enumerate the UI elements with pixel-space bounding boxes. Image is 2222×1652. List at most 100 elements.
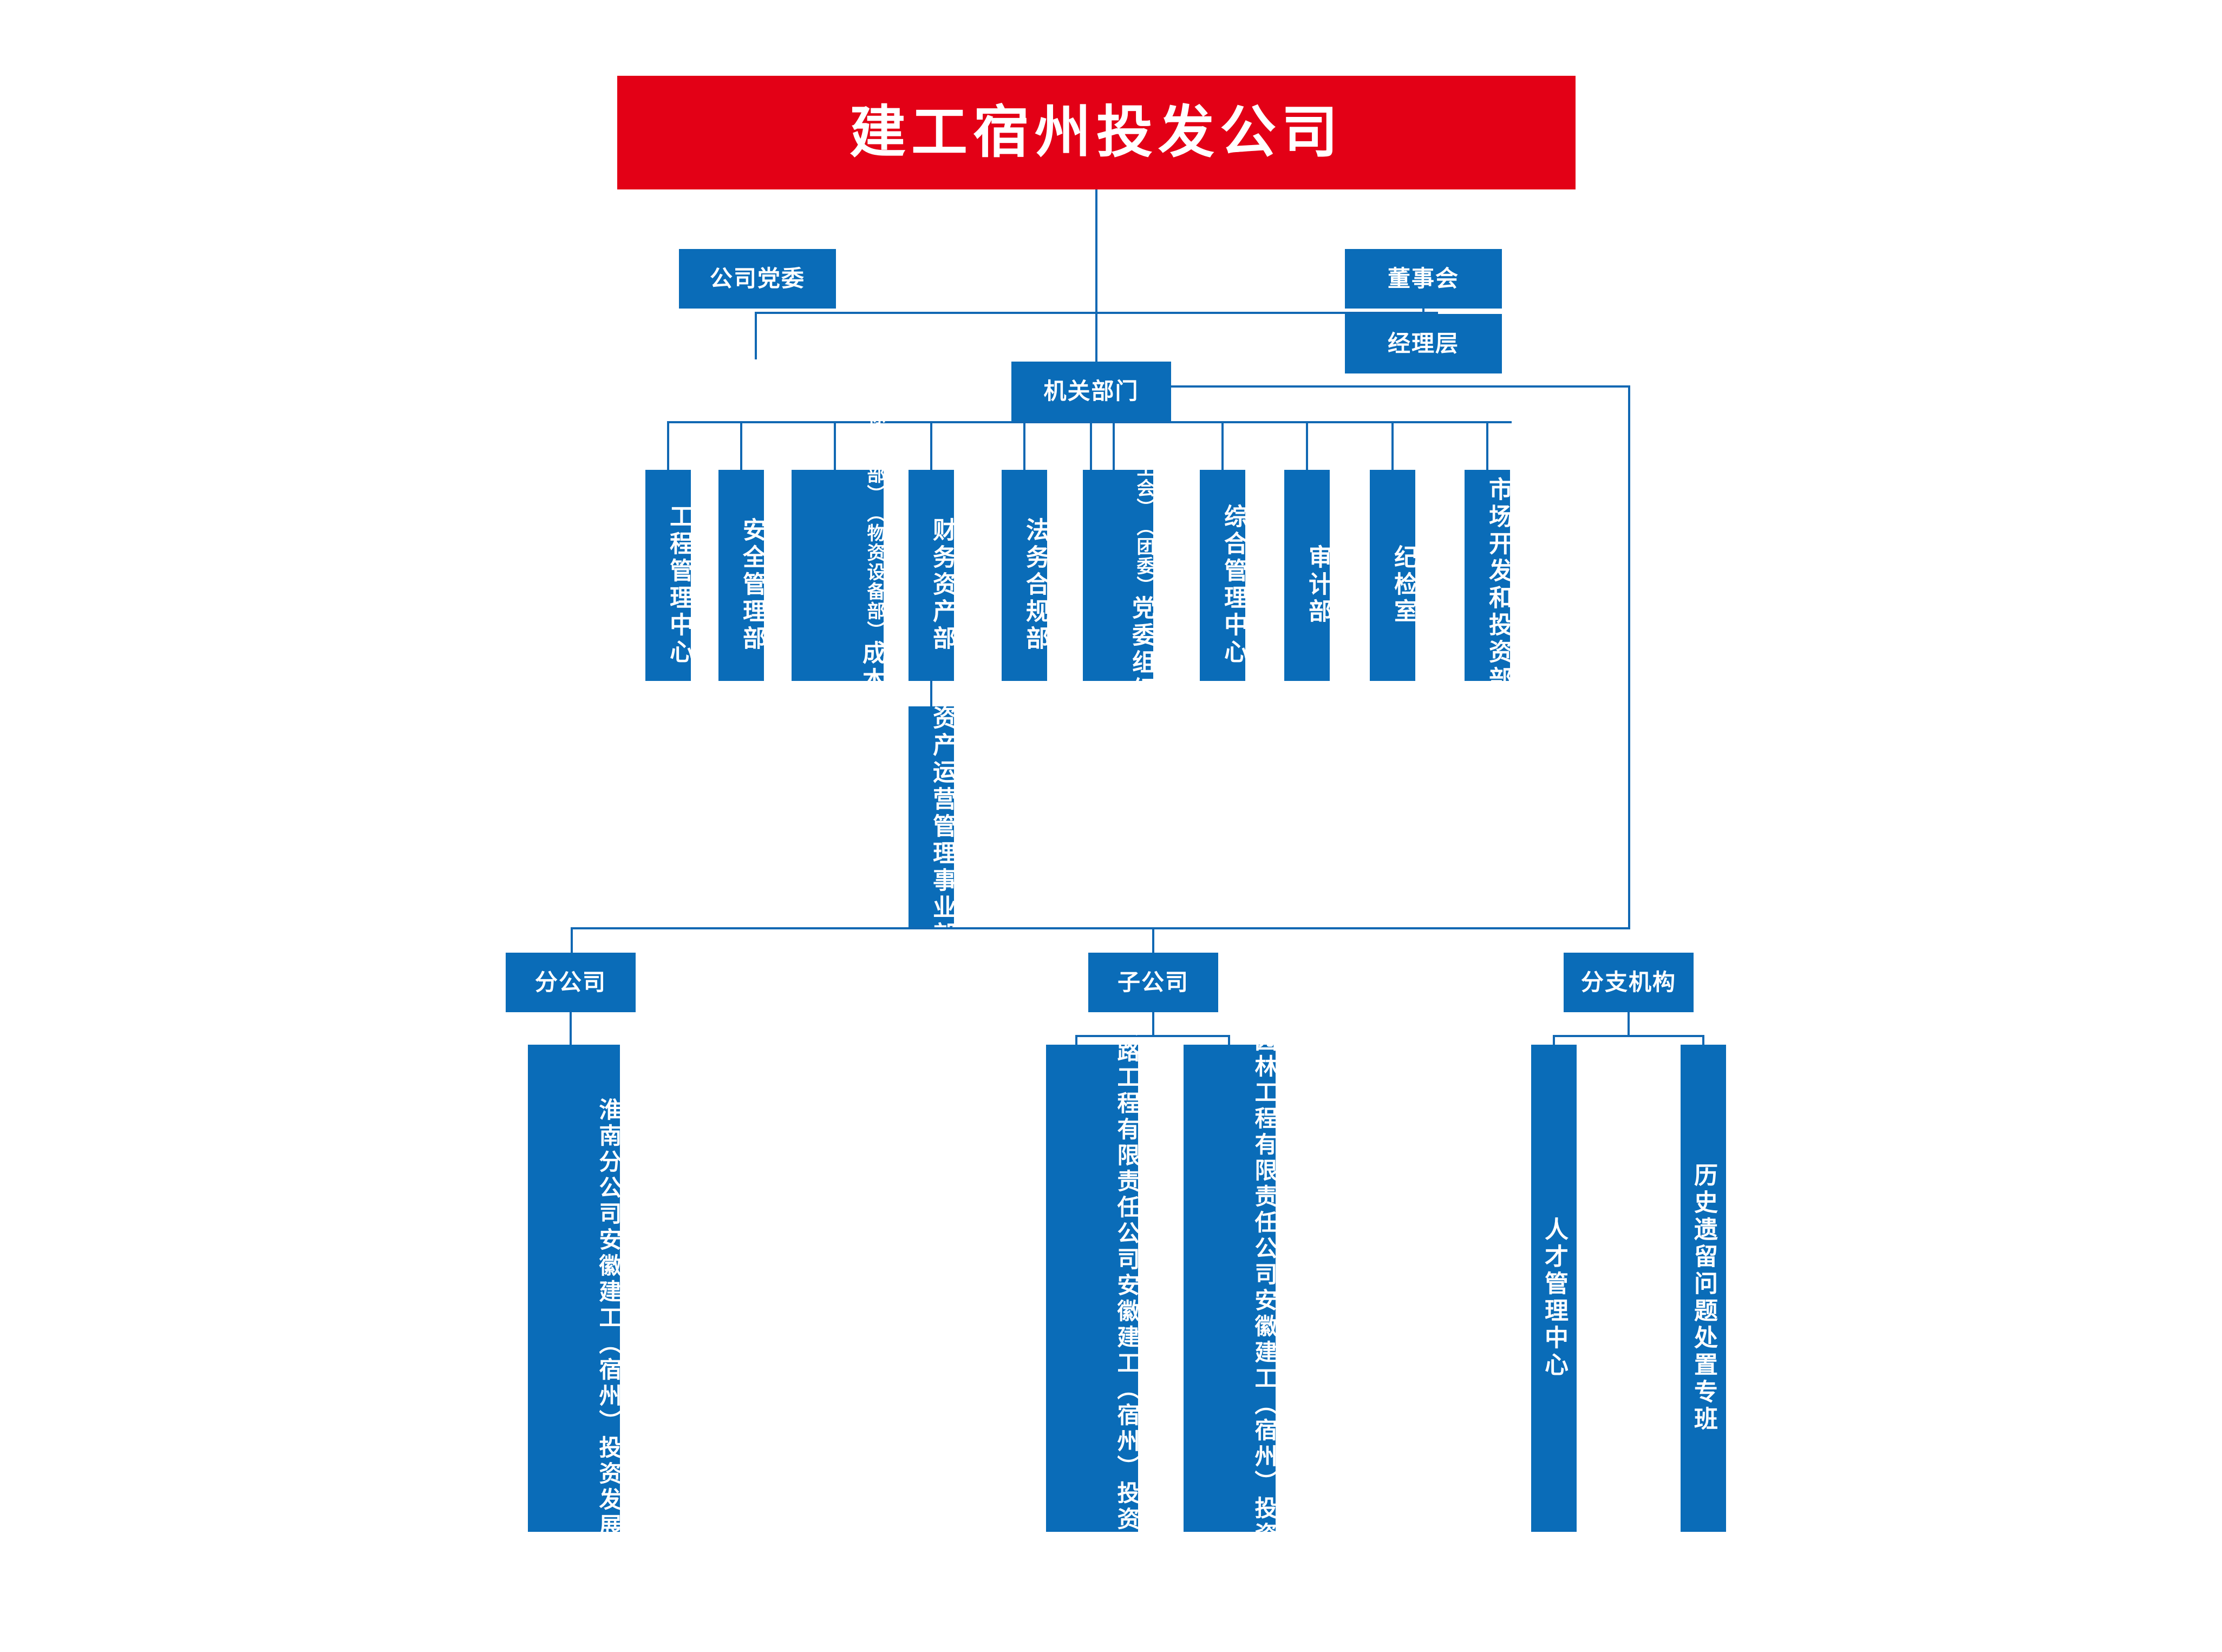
market-development-investment-dept-line-0: 市场开发和投资部: [1485, 477, 1512, 693]
node-group-branch-institutions[interactable]: 分支机构: [1564, 953, 1694, 1012]
connector-bottom-mid-rail: [1152, 927, 1154, 974]
connector-subsidiary-stem: [1152, 1011, 1154, 1037]
connector-drop-market-development-investment-dept: [1486, 421, 1488, 474]
highway-engineering-co-line-1: 公路工程有限责任公司: [1114, 1013, 1140, 1273]
connector-right-rail: [1628, 385, 1630, 929]
party-organization-dept-line-0: 党委组织部: [1128, 595, 1155, 731]
node-functional-departments-label: 机关部门: [1043, 378, 1139, 404]
group-branch-companies-label: 分公司: [534, 969, 606, 995]
cost-management-center-line-1: （物资设备部）: [864, 504, 885, 640]
group-subsidiary-companies-label: 子公司: [1117, 969, 1189, 995]
finance-asset-dept-cols: 财务资产部: [909, 489, 956, 681]
node-party-committee[interactable]: 公司党委: [679, 249, 836, 309]
node-talent-management-center[interactable]: 人才管理中心: [1531, 1045, 1577, 1532]
node-cost-management-center[interactable]: 成本管理中心 （物资设备部） （招标管理部）: [792, 368, 885, 803]
connector-branch-institutions-bus: [1553, 1035, 1704, 1037]
huainan-branch-line-0: 安徽建工（宿州）投资发展集团: [596, 1228, 622, 1591]
connector-bottom-bus: [571, 927, 1630, 929]
node-board-of-directors[interactable]: 董事会: [1345, 249, 1502, 309]
node-municipal-landscape-engineering-co[interactable]: 安徽建工（宿州）投资发展集团 市政园林工程有限责任公司: [1184, 976, 1277, 1652]
connector-drop-party-organization-dept: [1113, 421, 1115, 474]
connector-drop-legal-compliance-dept: [1023, 421, 1025, 474]
node-party-organization-dept[interactable]: 党委组织部 （团委） （工会）: [1083, 440, 1155, 731]
root-company-box[interactable]: 建工宿州投发公司: [617, 76, 1576, 189]
engineering-management-center-cols: 工程管理中心: [645, 489, 692, 681]
party-organization-dept-cols: 党委组织部 （团委） （工会）: [1083, 440, 1155, 731]
huainan-branch-line-1: 淮南分公司: [596, 1098, 622, 1228]
connector-root-stem: [1095, 189, 1097, 325]
connector-subsidiary-bus: [1075, 1035, 1230, 1037]
node-discipline-inspection-office[interactable]: 纪检室: [1370, 470, 1417, 681]
talent-management-center-line-0: 人才管理中心: [1541, 1217, 1567, 1379]
connector-drop-audit-dept: [1306, 421, 1308, 474]
comprehensive-management-center-cols: 综合管理中心: [1200, 489, 1247, 681]
market-development-investment-dept-cols: 市场开发和投资部: [1465, 477, 1512, 693]
safety-management-dept-line-0: 安全管理部: [739, 517, 766, 653]
connector-drop-municipal-landscape-engineering-co: [1228, 1035, 1230, 1049]
legacy-issue-task-force-line-0: 历史遗留问题处置专班: [1690, 1163, 1717, 1433]
node-highway-engineering-co[interactable]: 安徽建工（宿州）投资发展集团 公路工程有限责任公司: [1046, 1013, 1140, 1637]
cost-management-center-line-0: 成本管理中心: [859, 640, 885, 803]
connector-bottom-left-rail: [571, 927, 573, 974]
legal-compliance-dept-cols: 法务合规部: [1002, 489, 1049, 681]
discipline-inspection-office-line-0: 纪检室: [1390, 545, 1417, 626]
node-functional-departments[interactable]: 机关部门: [1011, 362, 1171, 421]
node-engineering-management-center[interactable]: 工程管理中心: [645, 470, 692, 681]
audit-dept-line-0: 审计部: [1305, 545, 1331, 626]
connector-departments-bus: [667, 421, 1512, 423]
highway-engineering-co-cols: 安徽建工（宿州）投资发展集团 公路工程有限责任公司: [1046, 1013, 1140, 1637]
finance-asset-dept-line-0: 财务资产部: [929, 517, 956, 653]
discipline-inspection-office-cols: 纪检室: [1370, 489, 1417, 681]
connector-drop-legacy-issue-task-force: [1702, 1035, 1704, 1049]
node-group-subsidiary-companies[interactable]: 子公司: [1088, 953, 1218, 1012]
comprehensive-management-center-line-0: 综合管理中心: [1220, 504, 1247, 666]
node-board-of-directors-label: 董事会: [1387, 266, 1459, 292]
municipal-landscape-engineering-co-cols: 安徽建工（宿州）投资发展集团 市政园林工程有限责任公司: [1184, 976, 1277, 1652]
connector-drop-party-committee: [755, 312, 757, 359]
municipal-landscape-engineering-co-line-0: 安徽建工（宿州）投资发展集团: [1252, 1288, 1277, 1652]
node-safety-management-dept[interactable]: 安全管理部: [718, 470, 766, 681]
node-management-layer-label: 经理层: [1387, 331, 1459, 357]
node-management-layer[interactable]: 经理层: [1345, 314, 1502, 373]
node-asset-operation-management-division[interactable]: 资产运营管理事业部: [909, 705, 956, 949]
asset-operation-management-division-cols: 资产运营管理事业部: [909, 705, 956, 949]
legacy-issue-task-force-cols: 历史遗留问题处置专班: [1681, 1064, 1726, 1532]
connector-branch-institutions-stem: [1628, 1011, 1630, 1037]
connector-drop-cost-management-center: [834, 421, 836, 474]
node-huainan-branch[interactable]: 安徽建工（宿州）投资发展集团 淮南分公司: [528, 1045, 622, 1591]
connector-drop-comprehensive-management-center: [1221, 421, 1224, 474]
node-market-development-investment-dept[interactable]: 市场开发和投资部: [1465, 470, 1512, 693]
audit-dept-cols: 审计部: [1284, 489, 1331, 681]
cost-management-center-cols: 成本管理中心 （物资设备部） （招标管理部）: [792, 368, 885, 803]
connector-drop-highway-engineering-co: [1075, 1035, 1077, 1049]
cost-management-center-line-2: （招标管理部）: [864, 368, 885, 504]
municipal-landscape-engineering-co-line-1: 市政园林工程有限责任公司: [1252, 976, 1277, 1288]
root-company-label: 建工宿州投发公司: [849, 101, 1343, 164]
asset-operation-management-division-line-0: 资产运营管理事业部: [929, 705, 956, 949]
party-organization-dept-line-1: （团委）: [1134, 517, 1154, 595]
group-branch-institutions-label: 分支机构: [1580, 969, 1676, 995]
connector-drop-engineering-management-center: [667, 421, 669, 474]
huainan-branch-cols: 安徽建工（宿州）投资发展集团 淮南分公司: [528, 1064, 622, 1591]
node-legal-compliance-dept[interactable]: 法务合规部: [1002, 470, 1049, 681]
engineering-management-center-line-0: 工程管理中心: [666, 504, 692, 666]
connector-drop-finance-asset-dept: [930, 421, 932, 474]
connector-functional-to-right-rail: [1171, 385, 1630, 388]
connector-drop-safety-management-dept: [740, 421, 742, 474]
connector-finance-to-asset-operation: [930, 679, 932, 709]
node-legacy-issue-task-force[interactable]: 历史遗留问题处置专班: [1681, 1045, 1726, 1532]
highway-engineering-co-line-0: 安徽建工（宿州）投资发展集团: [1114, 1273, 1140, 1637]
node-finance-asset-dept[interactable]: 财务资产部: [909, 470, 956, 681]
connector-branch-companies-stem: [570, 1011, 572, 1049]
talent-management-center-cols: 人才管理中心: [1531, 1064, 1577, 1532]
org-chart-canvas: 建工宿州投发公司 公司党委 董事会 经理层 机关部门 工程管理中心: [506, 76, 1726, 1652]
connector-root-to-functional: [1095, 312, 1097, 366]
node-group-branch-companies[interactable]: 分公司: [506, 953, 636, 1012]
connector-functional-stem: [1090, 421, 1092, 477]
safety-management-dept-cols: 安全管理部: [718, 489, 766, 681]
node-audit-dept[interactable]: 审计部: [1284, 470, 1331, 681]
connector-drop-talent-management-center: [1553, 1035, 1555, 1049]
legal-compliance-dept-line-0: 法务合规部: [1022, 517, 1049, 653]
party-organization-dept-line-2: （工会）: [1134, 440, 1154, 517]
node-comprehensive-management-center[interactable]: 综合管理中心: [1200, 470, 1247, 681]
